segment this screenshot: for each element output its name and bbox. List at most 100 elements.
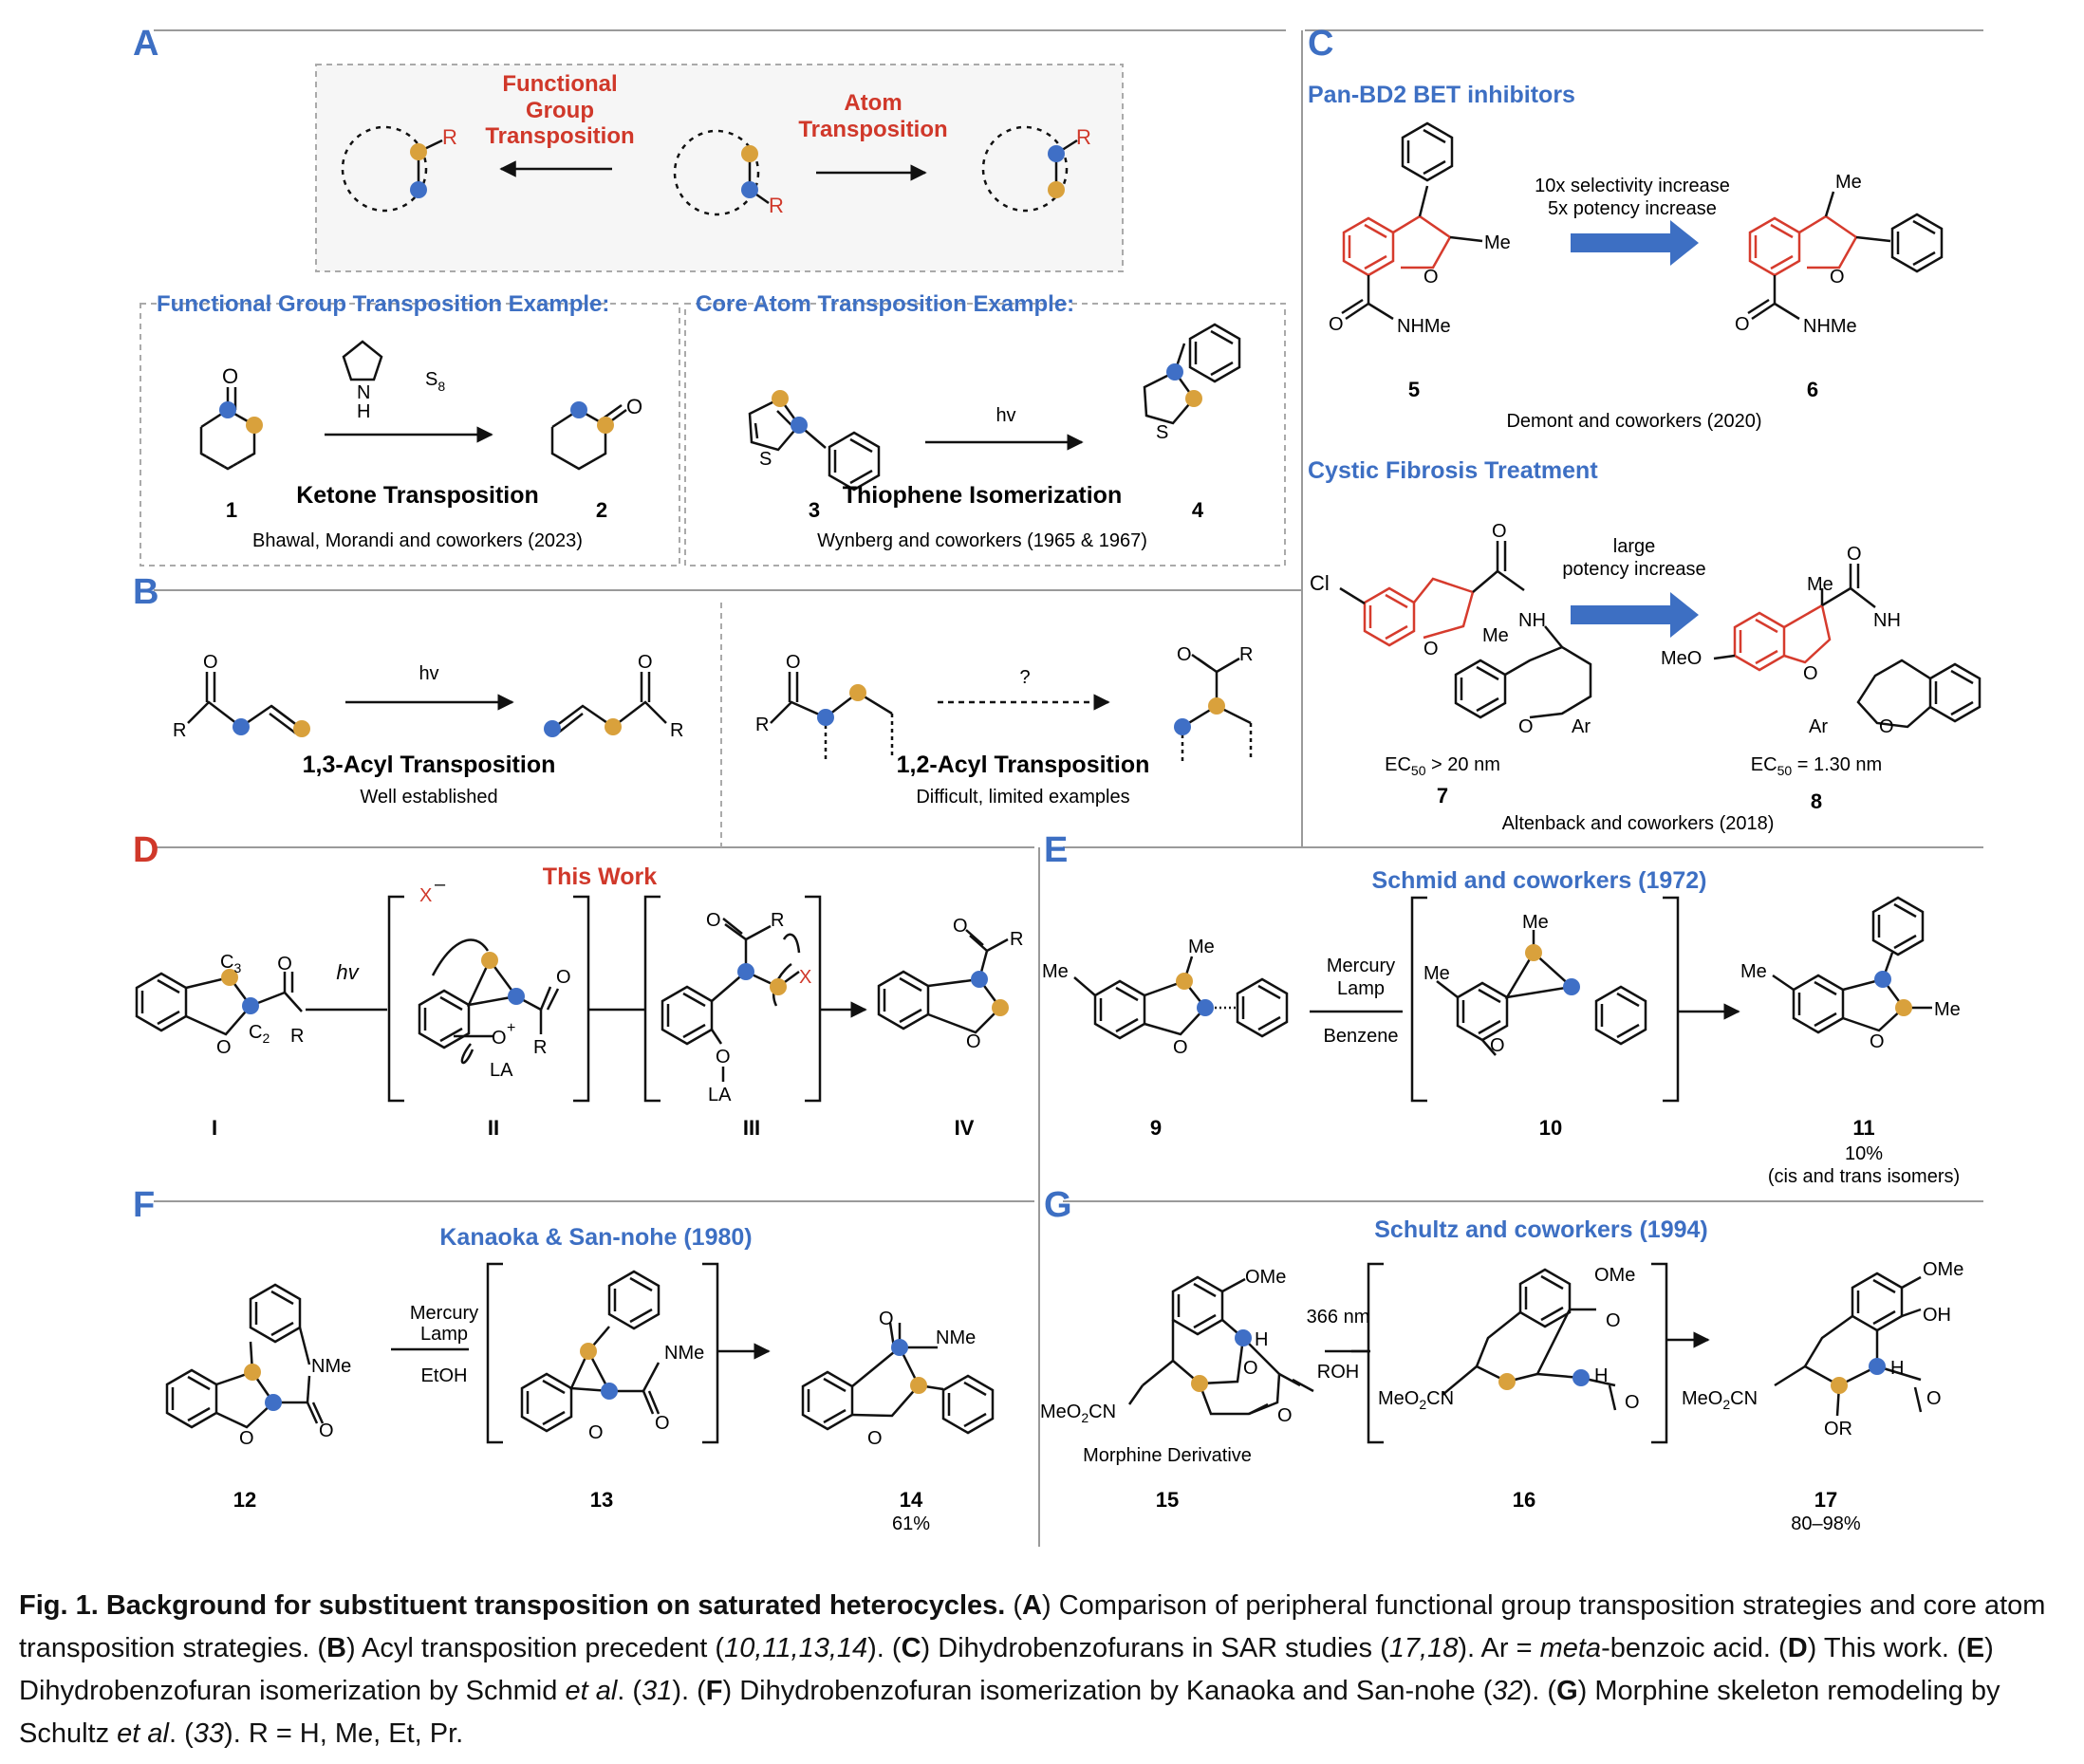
c5-o: O <box>1423 267 1439 288</box>
panel-e-scheme: Schmid and coworkers (1972) Me Me O Merc… <box>1042 867 1961 1187</box>
e10-o: O <box>1490 1035 1505 1056</box>
f14-o2: O <box>867 1428 883 1449</box>
f-cond-1a: Mercury <box>410 1303 478 1324</box>
pyrrolidine-h: H <box>357 401 370 422</box>
caption-ref-e: 31 <box>642 1676 673 1706</box>
compound-10-label: 10 <box>1539 1116 1562 1140</box>
caption-text-f1: ) Dihydrobenzofuran isomerization by Kan… <box>722 1676 1493 1706</box>
caption-text-e2: . ( <box>617 1676 642 1706</box>
g16-o: O <box>1606 1310 1621 1331</box>
d-o-I: O <box>277 954 292 975</box>
g17-ome: OMe <box>1923 1259 1963 1280</box>
f14-nme: NMe <box>936 1328 976 1348</box>
caption-text-d: ) This work. ( <box>1807 1633 1966 1663</box>
d-r-III: R <box>771 910 784 931</box>
caption-text-g1: ) Morphine skeleton remodeling by Schult… <box>19 1676 2000 1749</box>
d-o-ring-IV: O <box>966 1031 981 1052</box>
caption-text-b1: ) Acyl transposition precedent ( <box>345 1633 725 1663</box>
ketone-o-1: O <box>222 364 238 388</box>
d-r-I: R <box>290 1026 304 1047</box>
caption-text-e1: ) Dihydrobenzofuran isomerization by Sch… <box>19 1633 1994 1706</box>
cf7-nh: NH <box>1518 610 1546 631</box>
d-x-charge-II: – <box>435 874 446 895</box>
g16-o2: O <box>1625 1392 1640 1413</box>
acyl-12-title: 1,2-Acyl Transposition <box>897 752 1150 778</box>
panel-a-top-scheme: R R R Functional Group Transposition Ato… <box>341 71 1091 217</box>
b-o-2: O <box>638 652 653 673</box>
f13-o2: O <box>588 1422 604 1443</box>
panel-f-scheme: Kanaoka & San-nohe (1980) NMe O O Mercur… <box>165 1224 995 1534</box>
g17-oh: OH <box>1923 1305 1951 1326</box>
b-o-1: O <box>203 652 218 673</box>
panel-c-scheme: Pan-BD2 BET inhibitors O Me O NHMe 5 10x… <box>1308 82 1982 834</box>
f13-o: O <box>655 1413 670 1434</box>
fg-example-title: Functional Group Transposition Example: <box>157 291 609 317</box>
caption-tag-e: E <box>1965 1633 1985 1663</box>
compound-4-label: 4 <box>1192 498 1204 522</box>
label-IV: IV <box>955 1116 975 1140</box>
g15-meo2cn: MeO2CN <box>1040 1402 1116 1425</box>
d-o-plus-II: O <box>492 1028 507 1049</box>
compound-13-label: 13 <box>590 1488 613 1512</box>
fg-transposition-label-2: Group <box>526 98 594 123</box>
label-III: III <box>743 1116 760 1140</box>
e-isomers: (cis and trans isomers) <box>1768 1166 1960 1187</box>
e11-o: O <box>1870 1031 1885 1052</box>
panel-g-scheme: Schultz and coworkers (1994) OMe O H O M… <box>1040 1216 1963 1534</box>
cf8-o: O <box>1803 663 1818 684</box>
cf7-ar: Ar <box>1572 716 1591 737</box>
kanaoka-title: Kanaoka & San-nohe (1980) <box>439 1224 752 1251</box>
f14-o: O <box>879 1309 894 1329</box>
e11-me2: Me <box>1740 961 1767 982</box>
d-o-ring-I: O <box>216 1037 232 1058</box>
b-hv: hv <box>419 663 438 684</box>
b-o-4: O <box>1177 644 1192 665</box>
b-question: ? <box>1019 667 1030 688</box>
e-cond-1b: Lamp <box>1337 978 1385 999</box>
cf7-o: O <box>1423 639 1439 659</box>
e-cond-2: Benzene <box>1324 1026 1399 1047</box>
s8-reagent: S8 <box>425 369 445 394</box>
compound-2-label: 2 <box>596 498 607 522</box>
thiophene-title: Thiophene Isomerization <box>843 482 1122 509</box>
c6-o: O <box>1830 267 1845 288</box>
fg-transposition-label-3: Transposition <box>485 123 634 149</box>
label-II: II <box>488 1116 499 1140</box>
figure-canvas: A B C D E F G R R R Functional Group Tra… <box>133 24 1983 1547</box>
morphine-label: Morphine Derivative <box>1083 1445 1252 1466</box>
caption-text-g2: . ( <box>169 1718 194 1749</box>
panel-letter-c: C <box>1308 24 1333 64</box>
g15-o: O <box>1243 1358 1258 1379</box>
compound-7-label: 7 <box>1437 784 1448 808</box>
bet-line-2: 5x potency increase <box>1548 198 1717 219</box>
g15-ome: OMe <box>1245 1267 1286 1288</box>
g16-ome: OMe <box>1594 1265 1635 1286</box>
e-cond-1a: Mercury <box>1327 956 1395 976</box>
caption-tag-b: B <box>326 1633 346 1663</box>
compound-1-label: 1 <box>226 498 237 522</box>
dashed-boxes <box>140 64 1286 847</box>
thiophene-s-4: S <box>1156 422 1168 443</box>
c6-me: Me <box>1835 172 1862 193</box>
d-r-IV: R <box>1010 929 1023 950</box>
thiophene-credit: Wynberg and coworkers (1965 & 1967) <box>817 530 1147 551</box>
panel-a-thiophene-example: Core Atom Transposition Example: S S hv … <box>696 291 1241 551</box>
cf8-me: Me <box>1807 574 1833 595</box>
schmid-title: Schmid and coworkers (1972) <box>1372 867 1707 894</box>
caption-tag-g: G <box>1556 1676 1578 1706</box>
caption-etal-g: et al <box>117 1718 169 1749</box>
g15-o2: O <box>1277 1405 1293 1426</box>
caption-tag-f: F <box>705 1676 723 1706</box>
atom-transposition-label-1: Atom <box>844 90 902 116</box>
d-o2-II: O <box>556 967 571 988</box>
acyl-13-title: 1,3-Acyl Transposition <box>303 752 556 778</box>
cf-cl: Cl <box>1310 571 1330 595</box>
caption-text-g3: ). R = H, Me, Et, Pr. <box>224 1718 464 1749</box>
compound-8-label: 8 <box>1811 789 1822 813</box>
ketone-o-2: O <box>626 395 642 418</box>
caption-etal-e: et al <box>565 1676 618 1706</box>
compound-6-label: 6 <box>1807 378 1818 401</box>
d-o-III: O <box>706 910 721 931</box>
d-r-II: R <box>533 1037 547 1058</box>
compound-3-label: 3 <box>809 498 820 522</box>
